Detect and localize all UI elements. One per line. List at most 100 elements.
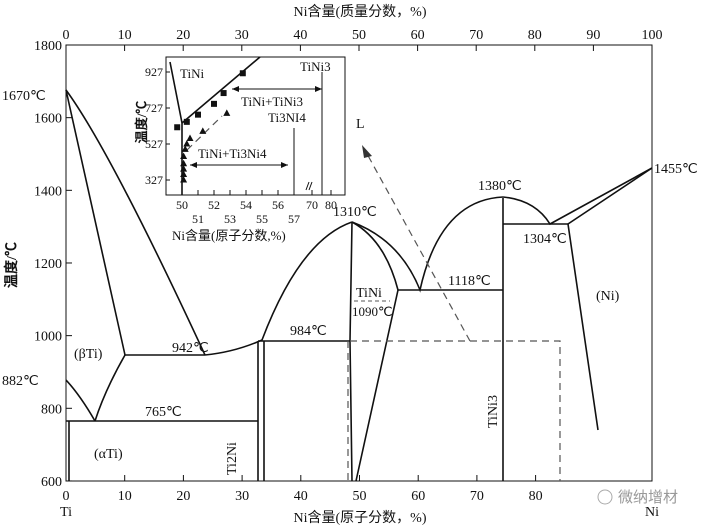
bottom-tick-label: 40 xyxy=(294,489,308,504)
phase-alpha-ti: (αTi) xyxy=(94,447,123,462)
inset-label-ti3ni4: Ti3NI4 xyxy=(268,110,306,125)
top-tick-label: 50 xyxy=(352,28,366,43)
inset-label-tini: TiNi xyxy=(180,66,204,81)
top-tick-label: 100 xyxy=(642,28,663,43)
inset-x-tick-label: 55 xyxy=(256,212,268,226)
phase-ti2ni: Ti2Ni xyxy=(225,442,240,475)
axis-break-icon xyxy=(305,181,313,191)
temperature-labels: 1670℃ 882℃ 942℃ 765℃ 984℃ 1310℃ 1380℃ 13… xyxy=(2,89,698,420)
triangle-point xyxy=(180,159,188,167)
y-tick-label: 1000 xyxy=(34,330,62,345)
inset-x-tick-label: 53 xyxy=(224,212,236,226)
bottom-tick-label: 50 xyxy=(353,489,367,504)
top-tick-label: 70 xyxy=(469,28,483,43)
label-882: 882℃ xyxy=(2,374,39,389)
inset-x-tick-label: 70 xyxy=(306,198,318,212)
square-point xyxy=(174,124,181,131)
liquidus-ni-side xyxy=(502,167,653,226)
bottom-tick-label: 80 xyxy=(529,489,543,504)
triangle-point xyxy=(186,134,194,142)
ti2ni-lines xyxy=(257,341,265,481)
bottom-tick-label: 20 xyxy=(176,489,190,504)
phase-beta-ti: (βTi) xyxy=(74,347,103,362)
top-axis-title: Ni含量(质量分数，%) xyxy=(294,4,427,20)
square-point xyxy=(239,70,246,77)
triangle-point xyxy=(199,127,207,134)
top-tick-label: 10 xyxy=(118,28,132,43)
inset-ylabel: 温度/℃ xyxy=(134,101,149,144)
square-point xyxy=(211,100,217,107)
inset-chart: 927 727 527 327 50 52 54 56 70 80 51 53 55 57 TiNi Ti… xyxy=(134,56,346,243)
ti-end-label: Ti xyxy=(60,505,72,520)
inset-vertical-lines xyxy=(293,72,323,195)
phase-boundaries xyxy=(65,89,653,482)
phase-tini: TiNi xyxy=(356,286,382,301)
inset-label-tini-tini3: TiNi+TiNi3 xyxy=(241,94,303,109)
square-point xyxy=(220,90,227,97)
label-1670: 1670℃ xyxy=(2,89,46,104)
y-axis-title: 温度/℃ xyxy=(3,242,20,288)
inset-label-tini3: TiNi3 xyxy=(300,59,331,74)
inset-x-tick-label: 56 xyxy=(272,198,284,212)
tini-left-boundary xyxy=(349,221,353,482)
phase-labels: L (βTi) (αTi) Ti2Ni TiNi TiNi3 (Ni) xyxy=(74,117,620,475)
bottom-tick-label: 60 xyxy=(411,489,425,504)
solidus-beta-ti xyxy=(65,89,126,356)
inset-x-tick-label: 50 xyxy=(176,198,188,212)
label-942: 942℃ xyxy=(172,341,209,356)
bottom-axis-title: Ni含量(原子分数，%) xyxy=(294,510,427,526)
bottom-tick-label: 10 xyxy=(118,489,132,504)
liquidus-ti-side xyxy=(65,89,206,356)
metastable-dashed-lines xyxy=(347,340,561,481)
bottom-tick-label: 70 xyxy=(470,489,484,504)
top-tick-label: 20 xyxy=(176,28,190,43)
label-1118: 1118℃ xyxy=(448,274,491,289)
inset-x-tick-label: 57 xyxy=(288,212,300,226)
square-point xyxy=(183,118,190,125)
inset-frame xyxy=(165,56,346,196)
arrow-head-icon xyxy=(362,145,372,158)
y-tick-label: 1800 xyxy=(34,39,62,54)
bottom-tick-label: 0 xyxy=(63,489,70,504)
inset-label-tini-ti3ni4: TiNi+Ti3Ni4 xyxy=(198,146,267,161)
phase-ni: (Ni) xyxy=(596,289,620,304)
inset-y-tick-label: 927 xyxy=(145,65,163,79)
triangle-point xyxy=(183,139,191,147)
y-tick-label: 600 xyxy=(41,475,62,490)
label-1310: 1310℃ xyxy=(333,205,377,220)
label-1304: 1304℃ xyxy=(523,232,567,247)
label-765: 765℃ xyxy=(145,405,182,420)
triangle-point xyxy=(181,145,189,152)
inset-y-tick-label: 727 xyxy=(145,101,163,115)
label-984: 984℃ xyxy=(290,324,327,339)
square-point xyxy=(195,111,201,118)
triangle-point xyxy=(180,175,188,183)
y-tick-label: 1400 xyxy=(34,184,62,199)
inset-x-tick-label: 54 xyxy=(240,198,252,212)
inset-x-tick-label: 51 xyxy=(192,212,204,226)
inset-x-tick-label: 80 xyxy=(325,198,337,212)
inset-y-tick-label: 327 xyxy=(145,173,163,187)
alpha-beta-boundary xyxy=(65,379,96,422)
phase-liquid: L xyxy=(356,117,365,132)
inset-x-tick-label: 52 xyxy=(208,198,220,212)
label-1455: 1455℃ xyxy=(654,162,698,177)
ni-end-label: Ni xyxy=(645,505,659,520)
top-tick-label: 30 xyxy=(235,28,249,43)
top-tick-label: 40 xyxy=(293,28,307,43)
inset-data-points xyxy=(174,70,246,183)
watermark-text: 微纳增材 xyxy=(618,489,678,506)
y-tick-label: 1600 xyxy=(34,112,62,127)
inset-y-tick-label: 527 xyxy=(145,137,163,151)
bottom-tick-label: 30 xyxy=(235,489,249,504)
liquidus-tini-left xyxy=(204,221,353,356)
ni-solidus-solvus xyxy=(567,167,653,431)
beta-solvus xyxy=(94,354,126,422)
top-tick-label: 60 xyxy=(411,28,425,43)
triangle-point xyxy=(223,109,231,116)
y-tick-label: 800 xyxy=(41,402,62,417)
inset-xlabel: Ni含量(原子分数,%) xyxy=(172,228,286,243)
